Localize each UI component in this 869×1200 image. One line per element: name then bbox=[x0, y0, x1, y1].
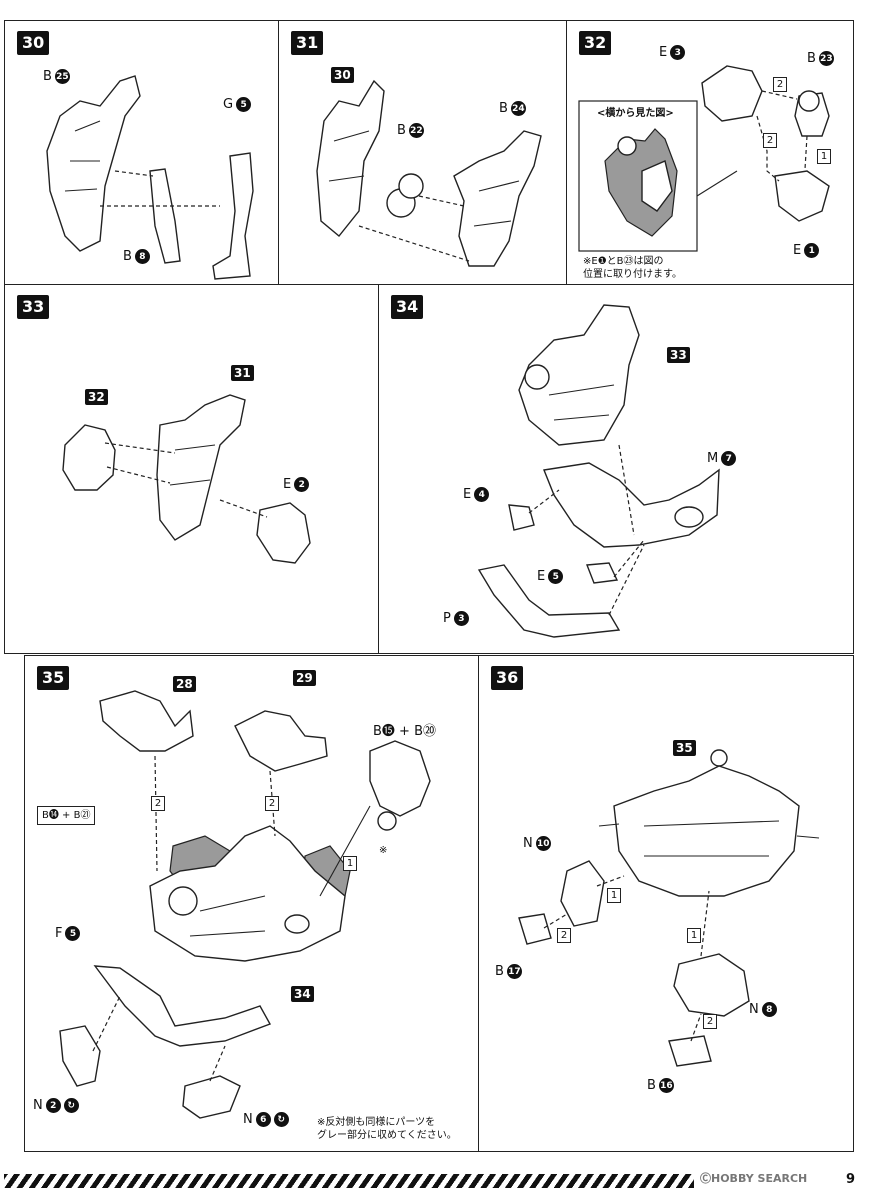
watermark: ⒸHOBBY SEARCH bbox=[700, 1172, 808, 1185]
order-marker-2: 2 bbox=[703, 1014, 717, 1029]
ref-step-32: 32 bbox=[85, 389, 108, 405]
ref-step-33: 33 bbox=[667, 347, 690, 363]
step-number: 30 bbox=[17, 31, 50, 55]
step-number: 36 bbox=[491, 666, 524, 690]
ref-step-28: 28 bbox=[173, 676, 196, 692]
ref-step-30: 30 bbox=[331, 67, 354, 83]
part-pair-b15-b20: B⓯ + B⑳ bbox=[373, 724, 436, 739]
asterisk-marker: ※ bbox=[379, 845, 388, 856]
order-marker-2: 2 bbox=[557, 928, 571, 943]
footer-stripe bbox=[4, 1174, 694, 1188]
step-number: 31 bbox=[291, 31, 324, 55]
order-marker-2: 2 bbox=[763, 133, 777, 148]
part-pair-b14-b21: B⓮ + B㉑ bbox=[37, 806, 96, 825]
rotate-icon: ↻ bbox=[273, 1112, 289, 1127]
step-36-drawing bbox=[518, 749, 820, 1067]
order-marker-1: 1 bbox=[607, 888, 621, 903]
step-number: 32 bbox=[579, 31, 612, 55]
order-marker-1: 1 bbox=[687, 928, 701, 943]
step-30-drawing bbox=[46, 75, 254, 280]
ref-step-31: 31 bbox=[231, 365, 254, 381]
page-number: 9 bbox=[846, 1172, 856, 1187]
step-35-drawing bbox=[59, 690, 431, 1119]
order-marker-1: 1 bbox=[817, 149, 831, 164]
step-32-drawing bbox=[578, 65, 830, 252]
ref-step-34: 34 bbox=[291, 986, 314, 1002]
side-view-title: <横から見た図> bbox=[597, 108, 674, 119]
order-marker-2: 2 bbox=[151, 796, 165, 811]
mounting-note: ※E❶とB㉓は図の 位置に取り付けます。 bbox=[583, 256, 682, 280]
step-number: 34 bbox=[391, 295, 424, 319]
rotate-icon: ↻ bbox=[63, 1098, 79, 1113]
step-number: 35 bbox=[37, 666, 70, 690]
step-34-drawing bbox=[477, 304, 720, 638]
order-marker-2: 2 bbox=[773, 77, 787, 92]
opposite-side-note: ※反対側も同様にパーツを グレー部分に収めてください。 bbox=[317, 1117, 457, 1141]
step-number: 33 bbox=[17, 295, 50, 319]
ref-step-29: 29 bbox=[293, 670, 316, 686]
order-marker-2: 2 bbox=[265, 796, 279, 811]
order-marker-1: 1 bbox=[343, 856, 357, 871]
step-33-drawing bbox=[62, 394, 311, 564]
ref-step-35: 35 bbox=[673, 740, 696, 756]
step-31-drawing bbox=[316, 79, 542, 267]
